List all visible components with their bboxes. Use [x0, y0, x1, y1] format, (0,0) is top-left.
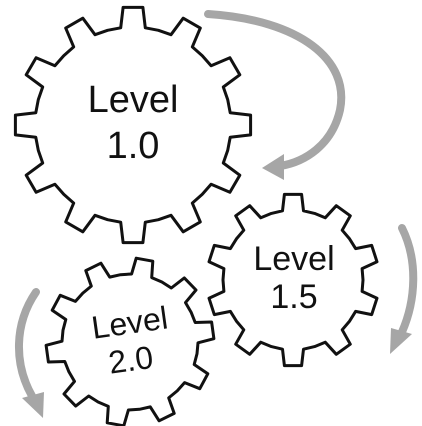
gear-label-level: Level: [253, 240, 334, 278]
arrow-right: [390, 224, 418, 354]
curved-arrow-icon: [14, 288, 40, 400]
gear-label-version: 1.5: [270, 278, 317, 316]
arrow-top-right: [204, 10, 346, 180]
gear-icon: [13, 5, 253, 245]
gear-label-version: 1.0: [107, 125, 160, 167]
curved-arrow-icon: [398, 224, 418, 336]
gear-label-level: Level: [88, 79, 179, 121]
gear-icon: [207, 192, 379, 368]
arrow-left: [14, 288, 44, 418]
arrowhead-icon: [390, 328, 412, 354]
arrowhead-icon: [22, 392, 44, 418]
arrowhead-icon: [262, 154, 284, 180]
gear-icon: [44, 256, 216, 426]
gear-label-version: 2.0: [106, 339, 155, 381]
curved-arrow-icon: [204, 10, 346, 170]
